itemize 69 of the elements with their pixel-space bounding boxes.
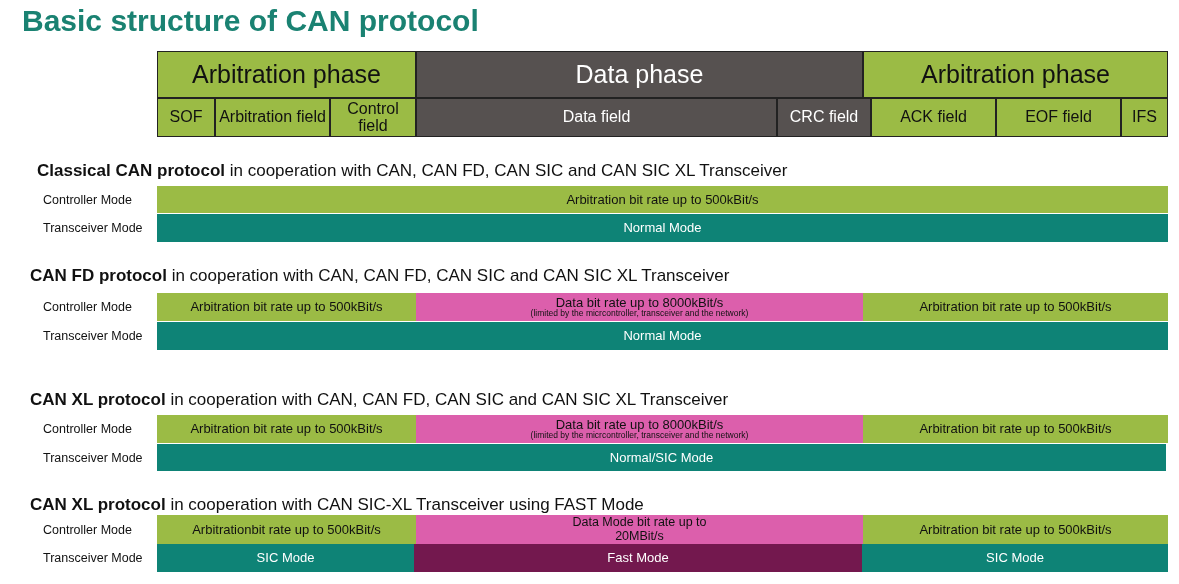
mode-bar (416, 293, 863, 321)
frame-field-cell (996, 98, 1121, 137)
phase-header (863, 51, 1168, 98)
mode-bar (862, 544, 1168, 572)
cell-text: Arbitration field (219, 109, 326, 126)
section-heading: CAN XL protocol in cooperation with CAN SIC-XL Transceiver using FAST Mode (30, 495, 644, 515)
frame-field-cell (777, 98, 871, 137)
mode-bar (416, 515, 863, 544)
row-label: Controller Mode (43, 521, 132, 538)
cell-text: Normal Mode (623, 329, 702, 343)
cell-text: Data bit rate up to 8000kBit/s (555, 417, 724, 432)
frame-field-cell (157, 98, 215, 137)
frame-field-cell (330, 98, 416, 137)
cell-text: CRC field (789, 109, 859, 126)
row-label: Transceiver Mode (43, 449, 143, 466)
mode-bar (157, 186, 1168, 213)
cell-text: SIC Mode (256, 551, 315, 565)
mode-bar (863, 415, 1168, 443)
mode-bar (157, 322, 1168, 350)
mode-bar (863, 515, 1168, 544)
section-heading: Classical CAN protocol in cooperation with CAN, CAN FD, CAN SIC and CAN SIC XL Transceiver (37, 161, 788, 181)
frame-field-cell (215, 98, 330, 137)
frame-field-cell (871, 98, 996, 137)
note-text: (limited by the micrcontroller, transceiver and the network) (530, 309, 749, 319)
cell-text: Normal Mode (623, 221, 702, 235)
cell-text: Data field (562, 109, 631, 126)
cell-text: Data bit rate up to 8000kBit/s (555, 295, 724, 310)
mode-bar (157, 515, 416, 544)
frame-field-cell (1121, 98, 1168, 137)
phase-header (416, 51, 863, 98)
row-label: Transceiver Mode (43, 550, 143, 566)
note-text: (limited by the micrcontroller, transceiver and the network) (530, 431, 749, 441)
row-label: Controller Mode (43, 299, 132, 315)
row-label: Transceiver Mode (43, 328, 143, 344)
cell-text: Arbitration bit rate up to 500kBit/s (919, 300, 1112, 314)
cell-text: Arbitration bit rate up to 500kBit/s (190, 422, 383, 436)
cell-text: Arbitrationbit rate up to 500kBit/s (192, 522, 381, 537)
cell-text: Arbitration bit rate up to 500kBit/s (190, 300, 383, 314)
row-label: Transceiver Mode (43, 220, 143, 236)
mode-bar (157, 293, 416, 321)
cell-text: Fast Mode (607, 551, 669, 565)
mode-bar (157, 544, 414, 572)
section-heading: CAN XL protocol in cooperation with CAN, CAN FD, CAN SIC and CAN SIC XL Transceiver (30, 390, 729, 410)
mode-bar (863, 293, 1168, 321)
mode-bar (157, 444, 1166, 471)
mode-bar (416, 415, 863, 443)
cell-text: Arbitration bit rate up to 500kBit/s (919, 422, 1112, 436)
cell-text: ACK field (900, 109, 967, 126)
section-heading: CAN FD protocol in cooperation with CAN, CAN FD, CAN SIC and CAN SIC XL Transceiver (30, 266, 730, 286)
cell-text: Data phase (575, 61, 704, 88)
cell-text: Arbitration bit rate up to 500kBit/s (566, 192, 759, 207)
cell-text: EOF field (1025, 109, 1092, 126)
cell-text: Arbitration bit rate up to 500kBit/s (919, 522, 1112, 537)
row-label: Controller Mode (43, 191, 132, 208)
cell-text: Arbitration phase (921, 61, 1110, 88)
row-label: Controller Mode (43, 421, 132, 437)
cell-text: IFS (1132, 109, 1157, 126)
cell-text: SOF (169, 109, 203, 126)
cell-text: Normal/SIC Mode (609, 450, 714, 465)
mode-bar (157, 415, 416, 443)
cell-text: Control field (346, 100, 400, 135)
cell-text: Arbitration phase (192, 61, 381, 88)
mode-bar (157, 214, 1168, 242)
cell-text: Data Mode bit rate up to 20MBit/s (571, 516, 708, 543)
page-title: Basic structure of CAN protocol (22, 4, 479, 38)
frame-field-cell (416, 98, 777, 137)
mode-bar (414, 544, 862, 572)
cell-text: SIC Mode (986, 551, 1044, 565)
phase-header (157, 51, 416, 98)
